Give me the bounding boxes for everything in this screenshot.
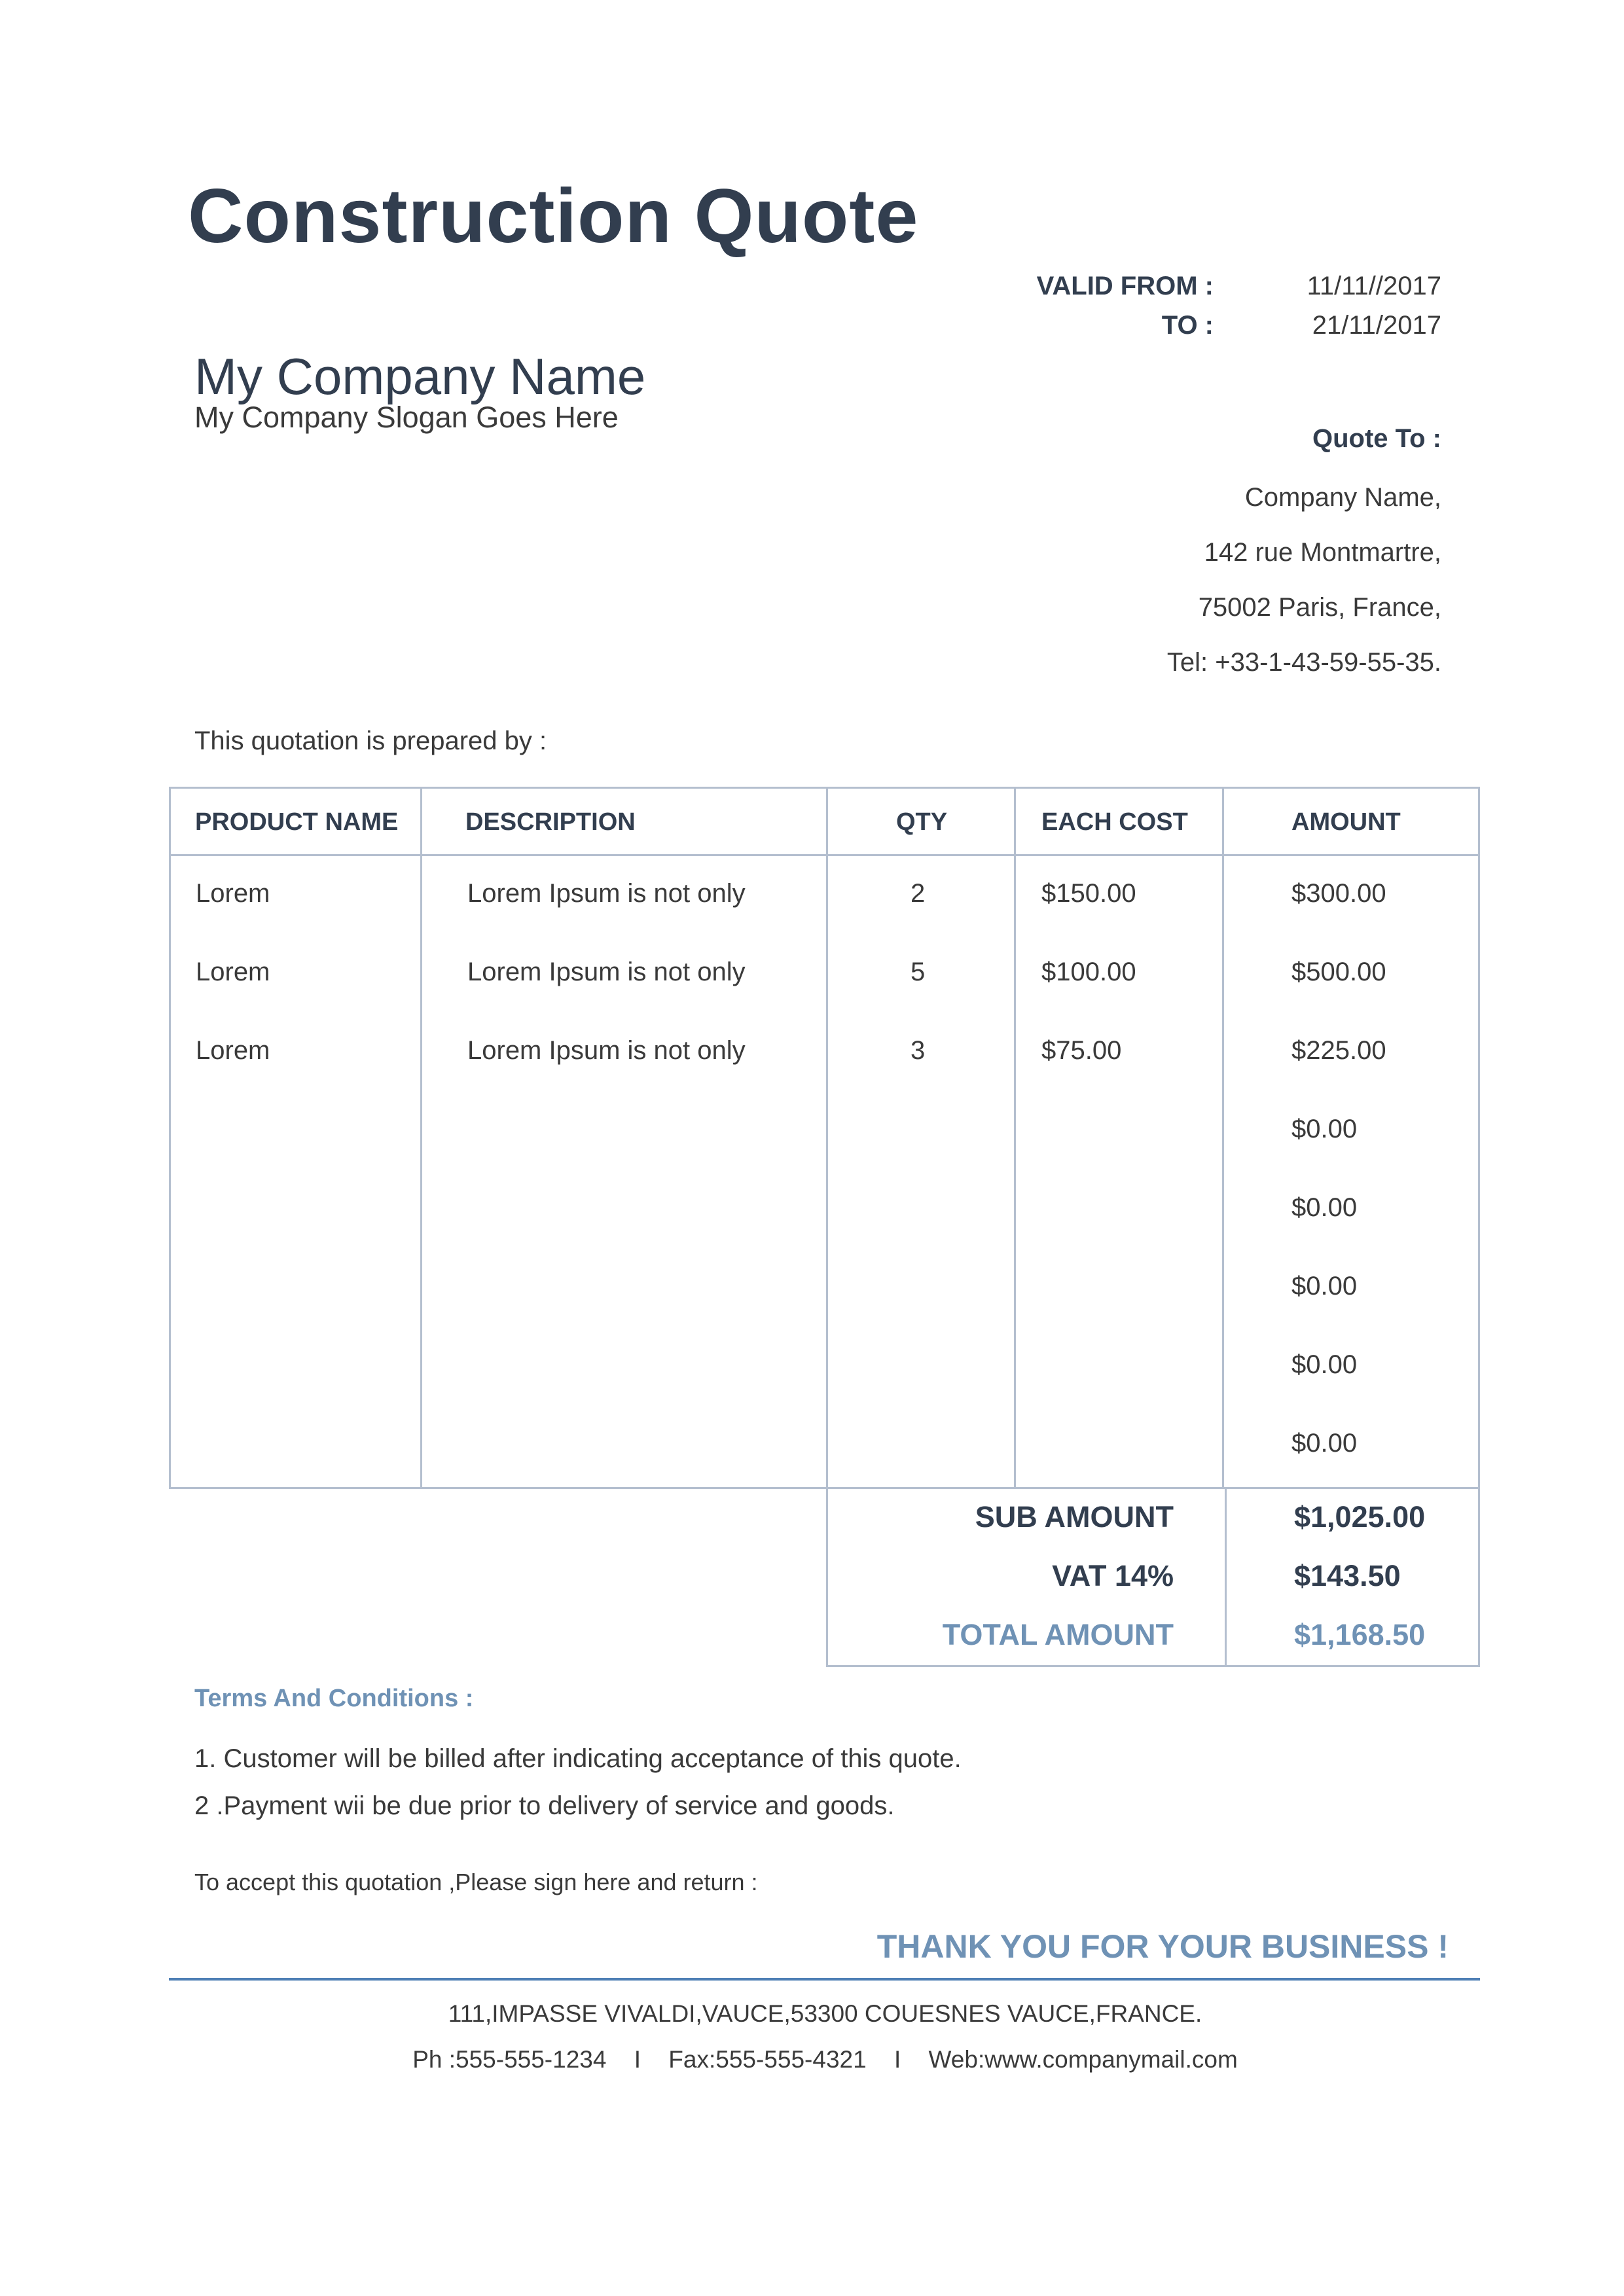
cell-each-cost: $100.00 [1041, 958, 1136, 986]
footer-web: Web:www.companymail.com [928, 2046, 1238, 2073]
total-amount-label: TOTAL AMOUNT [942, 1618, 1174, 1651]
valid-from-value: 11/11//2017 [1307, 272, 1441, 300]
cell-amount: $0.00 [1291, 1193, 1358, 1222]
quote-to-title: Quote To : [1312, 424, 1441, 453]
cell-amount: $0.00 [1291, 1350, 1358, 1379]
cell-amount: $0.00 [1291, 1115, 1358, 1143]
company-name: My Company Name [194, 348, 646, 405]
header-product-name: PRODUCT NAME [195, 808, 399, 836]
valid-from-label: VALID FROM : [1036, 272, 1214, 300]
sub-amount-value: $1,025.00 [1294, 1500, 1426, 1534]
footer-contacts: Ph :555-555-1234 I Fax:555-555-4321 I We… [0, 2046, 1624, 2073]
vat-value: $143.50 [1294, 1559, 1401, 1592]
cell-description: Lorem Ipsum is not only [467, 958, 746, 986]
sub-amount-label: SUB AMOUNT [975, 1500, 1174, 1534]
quote-to-company: Company Name, [1244, 483, 1441, 512]
column-divider [1225, 1487, 1227, 1665]
cell-qty: 5 [911, 958, 926, 986]
items-table: PRODUCT NAME DESCRIPTION QTY EACH COST A… [169, 787, 1480, 1489]
vat-label: VAT 14% [1052, 1559, 1174, 1592]
thank-you-message: THANK YOU FOR YOUR BUSINESS ! [876, 1928, 1449, 1965]
footer-separator: I [893, 2046, 901, 2073]
quote-to-phone: Tel: +33-1-43-59-55-35. [1166, 648, 1441, 677]
cell-product: Lorem [196, 879, 270, 908]
cell-qty: 2 [911, 879, 926, 908]
header-divider [171, 854, 1478, 856]
cell-product: Lorem [196, 1036, 270, 1065]
column-divider [1014, 789, 1016, 1487]
prepared-by-label: This quotation is prepared by : [194, 726, 547, 755]
header-description: DESCRIPTION [465, 808, 636, 836]
cell-amount: $0.00 [1291, 1429, 1358, 1458]
column-divider [826, 789, 828, 1487]
column-divider [420, 789, 422, 1487]
column-divider [1222, 789, 1224, 1487]
quote-to-street: 142 rue Montmartre, [1204, 538, 1441, 567]
cell-amount: $0.00 [1291, 1272, 1358, 1300]
page-title: Construction Quote [188, 173, 919, 259]
total-amount-value: $1,168.50 [1294, 1618, 1426, 1651]
footer-divider [169, 1978, 1480, 1981]
term-item: 1. Customer will be billed after indicat… [194, 1744, 962, 1773]
cell-each-cost: $150.00 [1041, 879, 1136, 908]
term-item: 2 .Payment wii be due prior to delivery … [194, 1791, 895, 1820]
cell-each-cost: $75.00 [1041, 1036, 1122, 1065]
valid-to-value: 21/11/2017 [1312, 311, 1441, 340]
cell-qty: 3 [911, 1036, 926, 1065]
cell-amount: $500.00 [1291, 958, 1386, 986]
cell-amount: $300.00 [1291, 879, 1386, 908]
cell-product: Lorem [196, 958, 270, 986]
terms-title: Terms And Conditions : [194, 1685, 474, 1712]
footer-fax: Fax:555-555-4321 [668, 2046, 867, 2073]
header-each-cost: EACH COST [1041, 808, 1188, 836]
valid-to-label: TO : [1161, 311, 1214, 340]
cell-description: Lorem Ipsum is not only [467, 1036, 746, 1065]
header-qty: QTY [896, 808, 948, 836]
accept-instruction: To accept this quotation ,Please sign he… [194, 1869, 758, 1895]
cell-amount: $225.00 [1291, 1036, 1386, 1065]
footer-phone: Ph :555-555-1234 [412, 2046, 607, 2073]
quote-to-city: 75002 Paris, France, [1198, 593, 1441, 622]
footer-address: 111,IMPASSE VIVALDI,VAUCE,53300 COUESNES… [448, 2000, 1202, 2027]
footer-separator: I [634, 2046, 641, 2073]
totals-table: SUB AMOUNT $1,025.00 VAT 14% $143.50 TOT… [826, 1487, 1480, 1667]
company-slogan: My Company Slogan Goes Here [194, 401, 619, 434]
cell-description: Lorem Ipsum is not only [467, 879, 746, 908]
header-amount: AMOUNT [1291, 808, 1401, 836]
